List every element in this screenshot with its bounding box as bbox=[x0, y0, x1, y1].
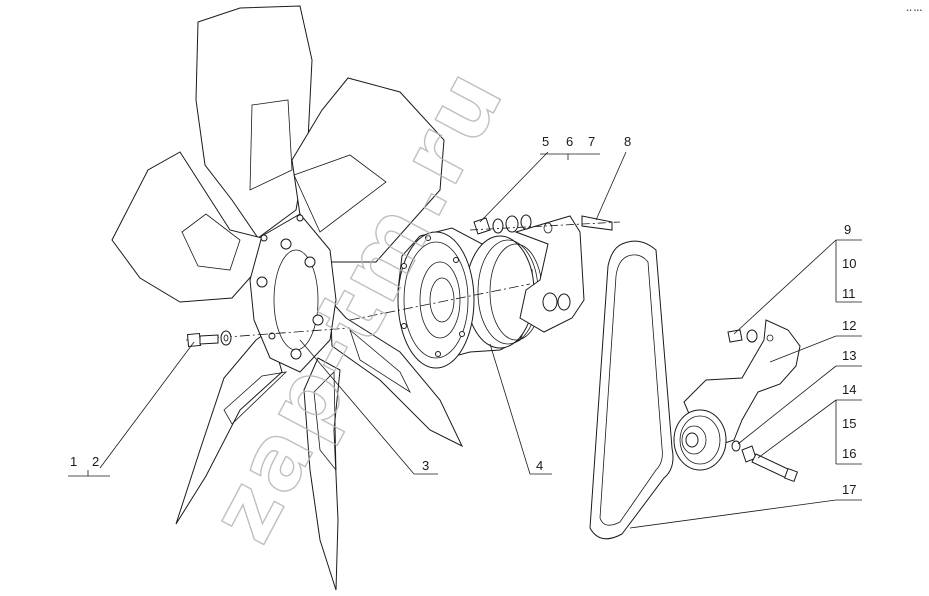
callout-11: 11 bbox=[842, 286, 856, 301]
callout-12: 12 bbox=[842, 318, 856, 333]
callout-1: 1 bbox=[70, 454, 77, 469]
callout-4: 4 bbox=[536, 458, 543, 473]
fan-hub-plate bbox=[249, 213, 337, 373]
callout-8: 8 bbox=[624, 134, 631, 149]
fan-blade-lower bbox=[303, 357, 341, 591]
fan-assembly bbox=[111, 5, 464, 591]
fan-blade-upper-right bbox=[291, 77, 445, 263]
callout-9: 9 bbox=[844, 222, 851, 237]
callout-2: 2 bbox=[92, 454, 99, 469]
callout-10: 10 bbox=[842, 256, 856, 271]
bracket-bolts bbox=[469, 214, 621, 333]
callout-17: 17 bbox=[842, 482, 856, 497]
callout-labels: 1 2 3 4 5 6 7 8 9 10 11 12 13 14 15 16 1… bbox=[70, 134, 856, 497]
fan-blade-lower-left bbox=[175, 329, 283, 525]
corner-mark: •• ••• bbox=[906, 8, 922, 14]
callout-5: 5 bbox=[542, 134, 549, 149]
bolt-and-washer bbox=[185, 327, 351, 348]
callout-3: 3 bbox=[422, 458, 429, 473]
callout-13: 13 bbox=[842, 348, 856, 363]
tensioner-assembly bbox=[673, 319, 801, 483]
callout-6: 6 bbox=[566, 134, 573, 149]
callout-16: 16 bbox=[842, 446, 856, 461]
fan-blade-lower-right bbox=[329, 298, 464, 448]
leader-lines bbox=[68, 151, 862, 529]
callout-15: 15 bbox=[842, 416, 856, 431]
fan-blade-left bbox=[111, 151, 263, 303]
callout-14: 14 bbox=[842, 382, 856, 397]
fan-pulley-clutch bbox=[349, 227, 543, 369]
callout-7: 7 bbox=[588, 134, 595, 149]
drive-belt bbox=[589, 240, 674, 540]
